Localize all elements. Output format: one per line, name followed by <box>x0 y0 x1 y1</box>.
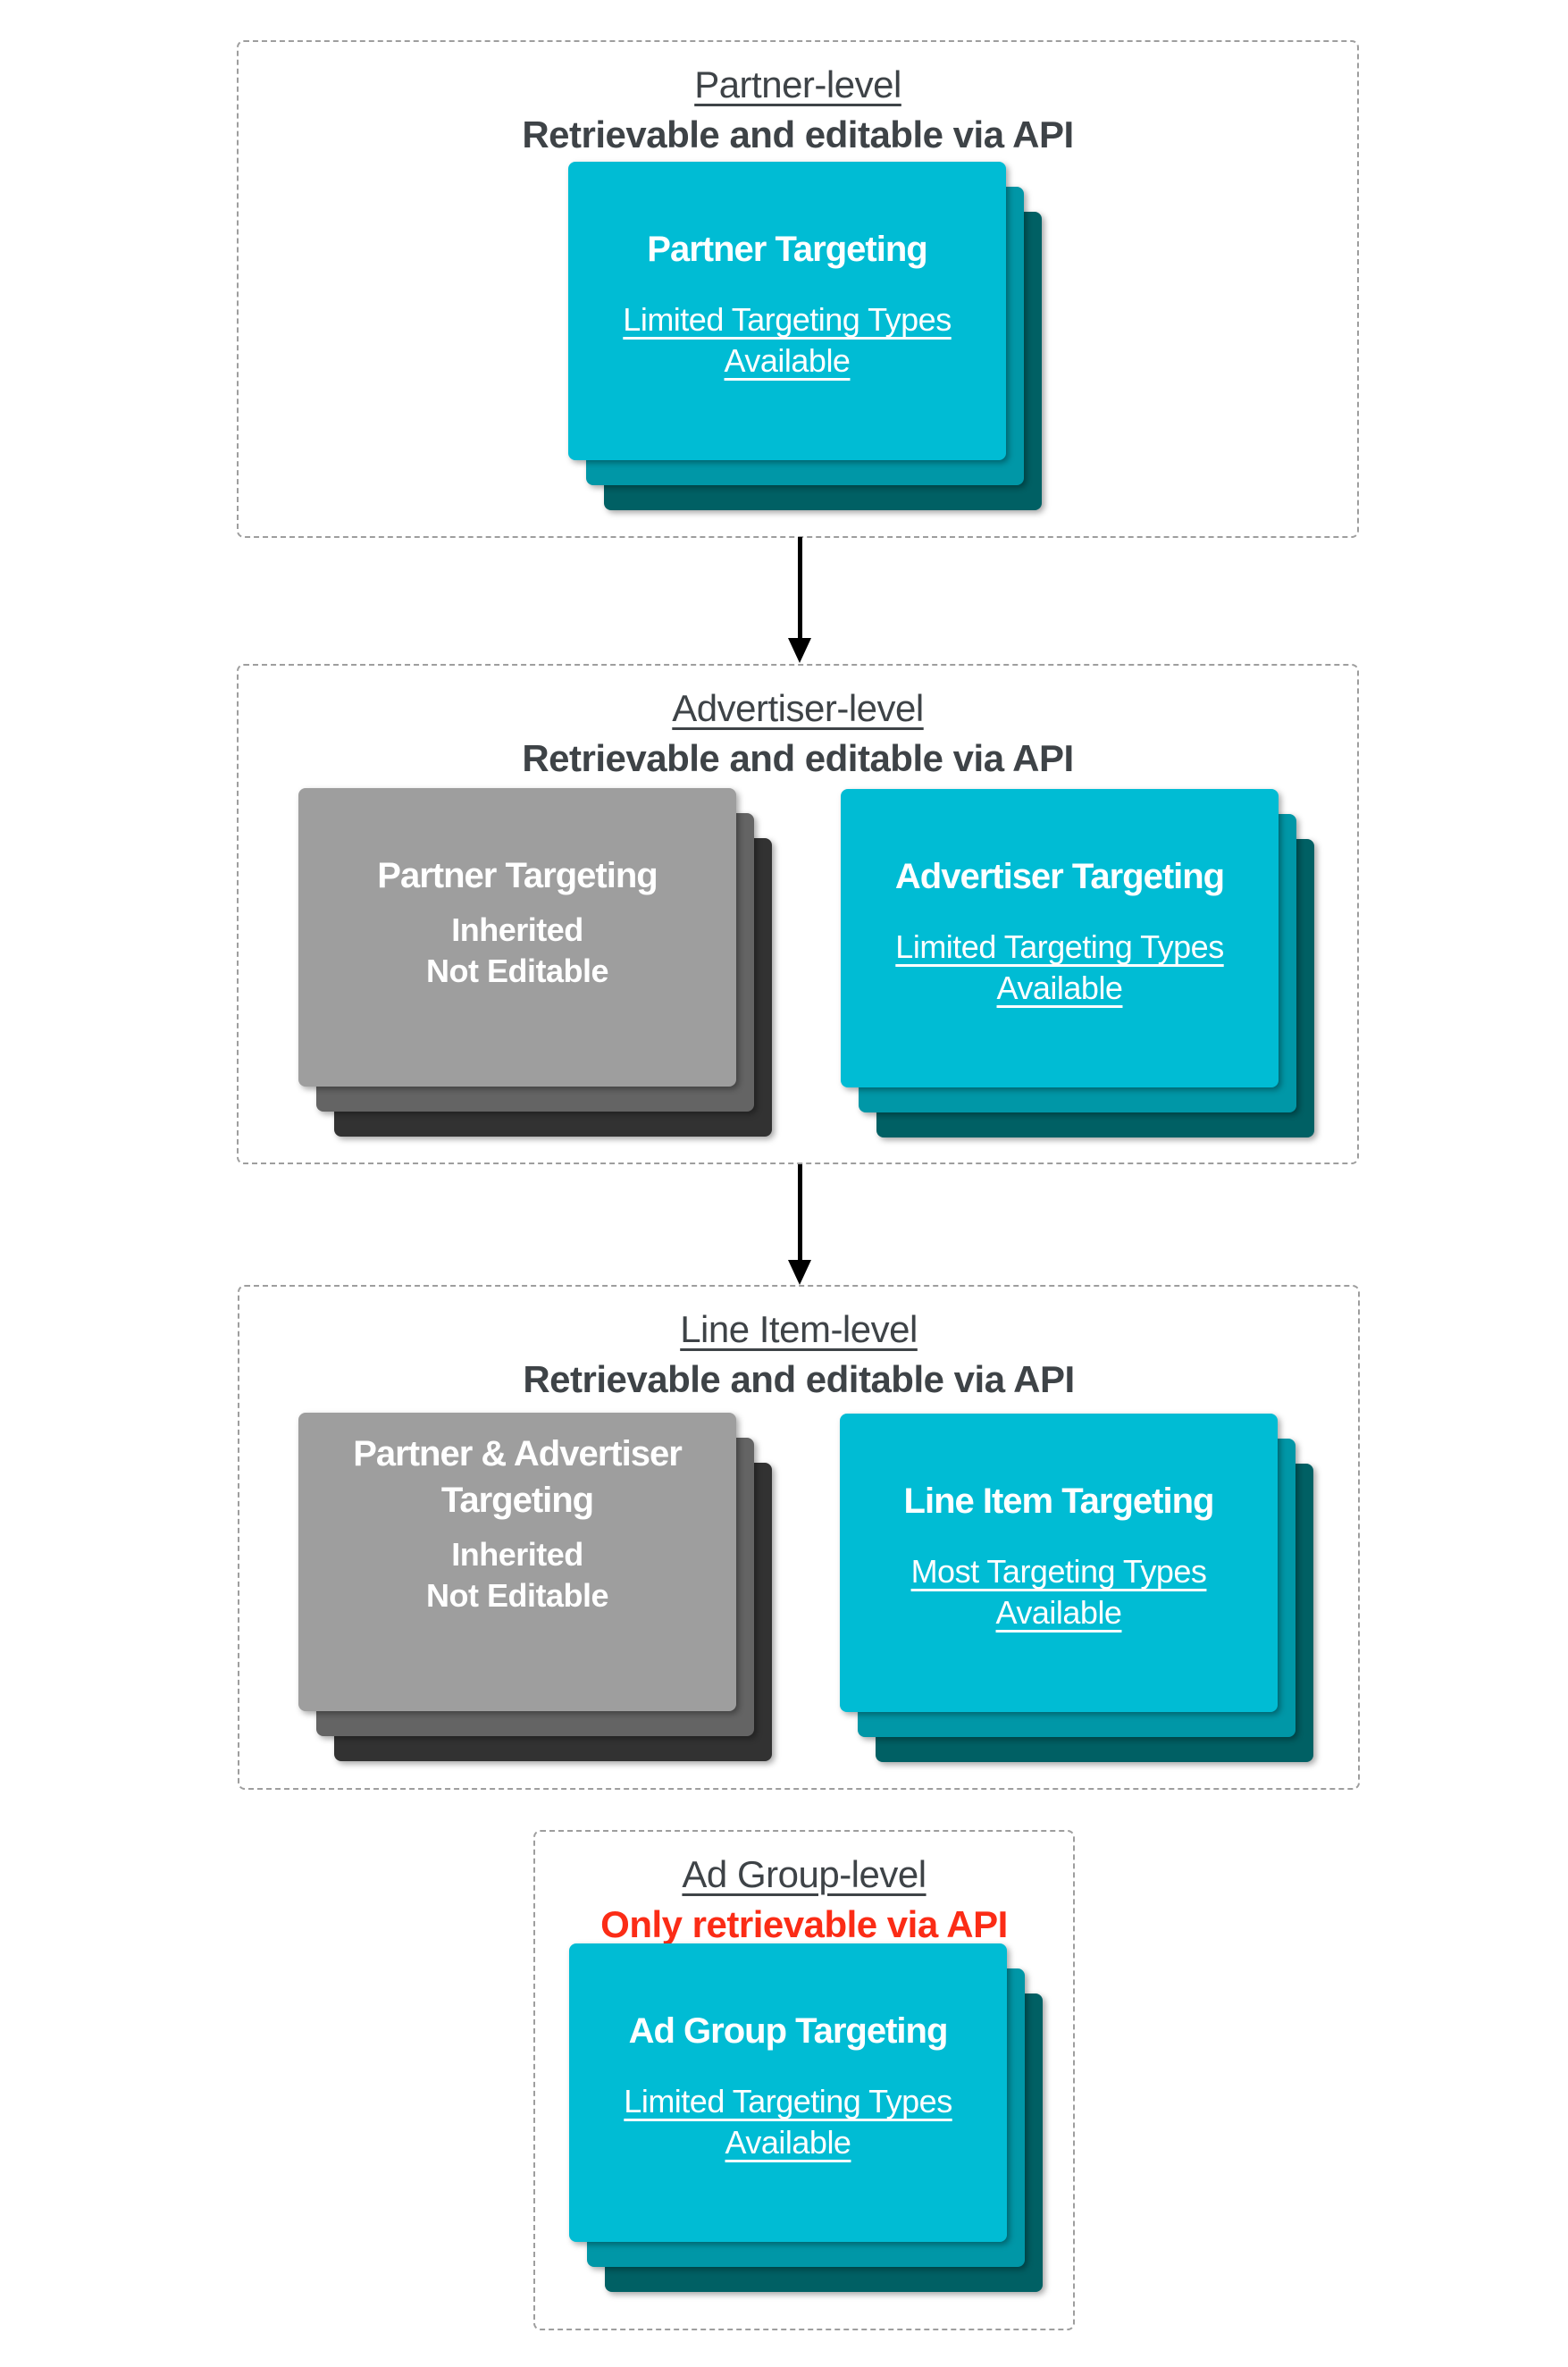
card-subtitle: Inherited Not Editable <box>313 1534 722 1616</box>
section-advertiser-level: Advertiser-level Retrievable and editabl… <box>237 664 1359 1164</box>
card-subtitle-line: Inherited <box>451 911 583 948</box>
card-subtitle-line: Not Editable <box>425 953 609 989</box>
card-title: Line Item Targeting <box>903 1481 1215 1521</box>
card-subtitle-line: Not Editable <box>425 1577 609 1614</box>
card-ad-group-targeting: Ad Group Targeting Limited Targeting Typ… <box>569 1943 1007 2242</box>
card-title: Advertiser Targeting <box>894 857 1225 896</box>
card-stack-inherited-partner-targeting: Partner Targeting Inherited Not Editable <box>298 788 772 1137</box>
card-inherited-partner-advertiser-targeting: Partner & Advertiser Targeting Inherited… <box>298 1413 736 1711</box>
section-ad-group-level: Ad Group-level Only retrievable via API … <box>533 1830 1075 2330</box>
card-subtitle: Inherited Not Editable <box>313 910 722 992</box>
level-title: Partner-level <box>694 63 901 105</box>
arrow-head <box>788 638 811 663</box>
card-subtitle-line: Inherited <box>451 1536 583 1573</box>
section-header: Partner-level Retrievable and editable v… <box>239 60 1357 160</box>
card-subtitle: Limited Targeting Types Available <box>623 301 952 379</box>
section-header: Line Item-level Retrievable and editable… <box>239 1305 1358 1405</box>
level-subtitle: Retrievable and editable via API <box>523 1358 1075 1400</box>
level-subtitle: Only retrievable via API <box>600 1903 1008 1945</box>
card-subtitle: Limited Targeting Types Available <box>895 928 1224 1006</box>
section-header: Ad Group-level Only retrievable via API <box>535 1850 1073 1950</box>
card-stack-ad-group-targeting: Ad Group Targeting Limited Targeting Typ… <box>569 1943 1043 2292</box>
card-partner-targeting: Partner Targeting Limited Targeting Type… <box>568 162 1006 460</box>
level-subtitle: Retrievable and editable via API <box>522 737 1074 779</box>
card-title: Partner & Advertiser Targeting <box>353 1434 683 1520</box>
flow-arrow-partner-to-advertiser <box>788 537 811 663</box>
section-partner-level: Partner-level Retrievable and editable v… <box>237 40 1359 538</box>
level-subtitle: Retrievable and editable via API <box>522 113 1074 155</box>
card-advertiser-targeting: Advertiser Targeting Limited Targeting T… <box>841 789 1279 1087</box>
flow-arrow-advertiser-to-lineitem <box>788 1164 811 1285</box>
arrow-line <box>797 1164 802 1263</box>
level-title: Ad Group-level <box>682 1853 927 1895</box>
card-title: Ad Group Targeting <box>628 2011 949 2051</box>
card-stack-partner-targeting: Partner Targeting Limited Targeting Type… <box>568 162 1042 510</box>
card-subtitle: Most Targeting Types Available <box>910 1553 1207 1631</box>
card-title: Partner Targeting <box>377 856 658 895</box>
level-title: Line Item-level <box>680 1308 918 1350</box>
card-stack-advertiser-targeting: Advertiser Targeting Limited Targeting T… <box>841 789 1314 1137</box>
card-title: Partner Targeting <box>647 230 927 269</box>
card-stack-line-item-targeting: Line Item Targeting Most Targeting Types… <box>840 1414 1313 1762</box>
section-header: Advertiser-level Retrievable and editabl… <box>239 684 1357 784</box>
arrow-line <box>797 537 802 641</box>
card-stack-inherited-partner-advertiser-targeting: Partner & Advertiser Targeting Inherited… <box>298 1413 772 1761</box>
card-subtitle: Limited Targeting Types Available <box>624 2083 952 2161</box>
card-inherited-partner-targeting: Partner Targeting Inherited Not Editable <box>298 788 736 1087</box>
card-line-item-targeting: Line Item Targeting Most Targeting Types… <box>840 1414 1278 1712</box>
arrow-head <box>788 1260 811 1285</box>
section-line-item-level: Line Item-level Retrievable and editable… <box>238 1285 1360 1790</box>
level-title: Advertiser-level <box>672 687 924 729</box>
